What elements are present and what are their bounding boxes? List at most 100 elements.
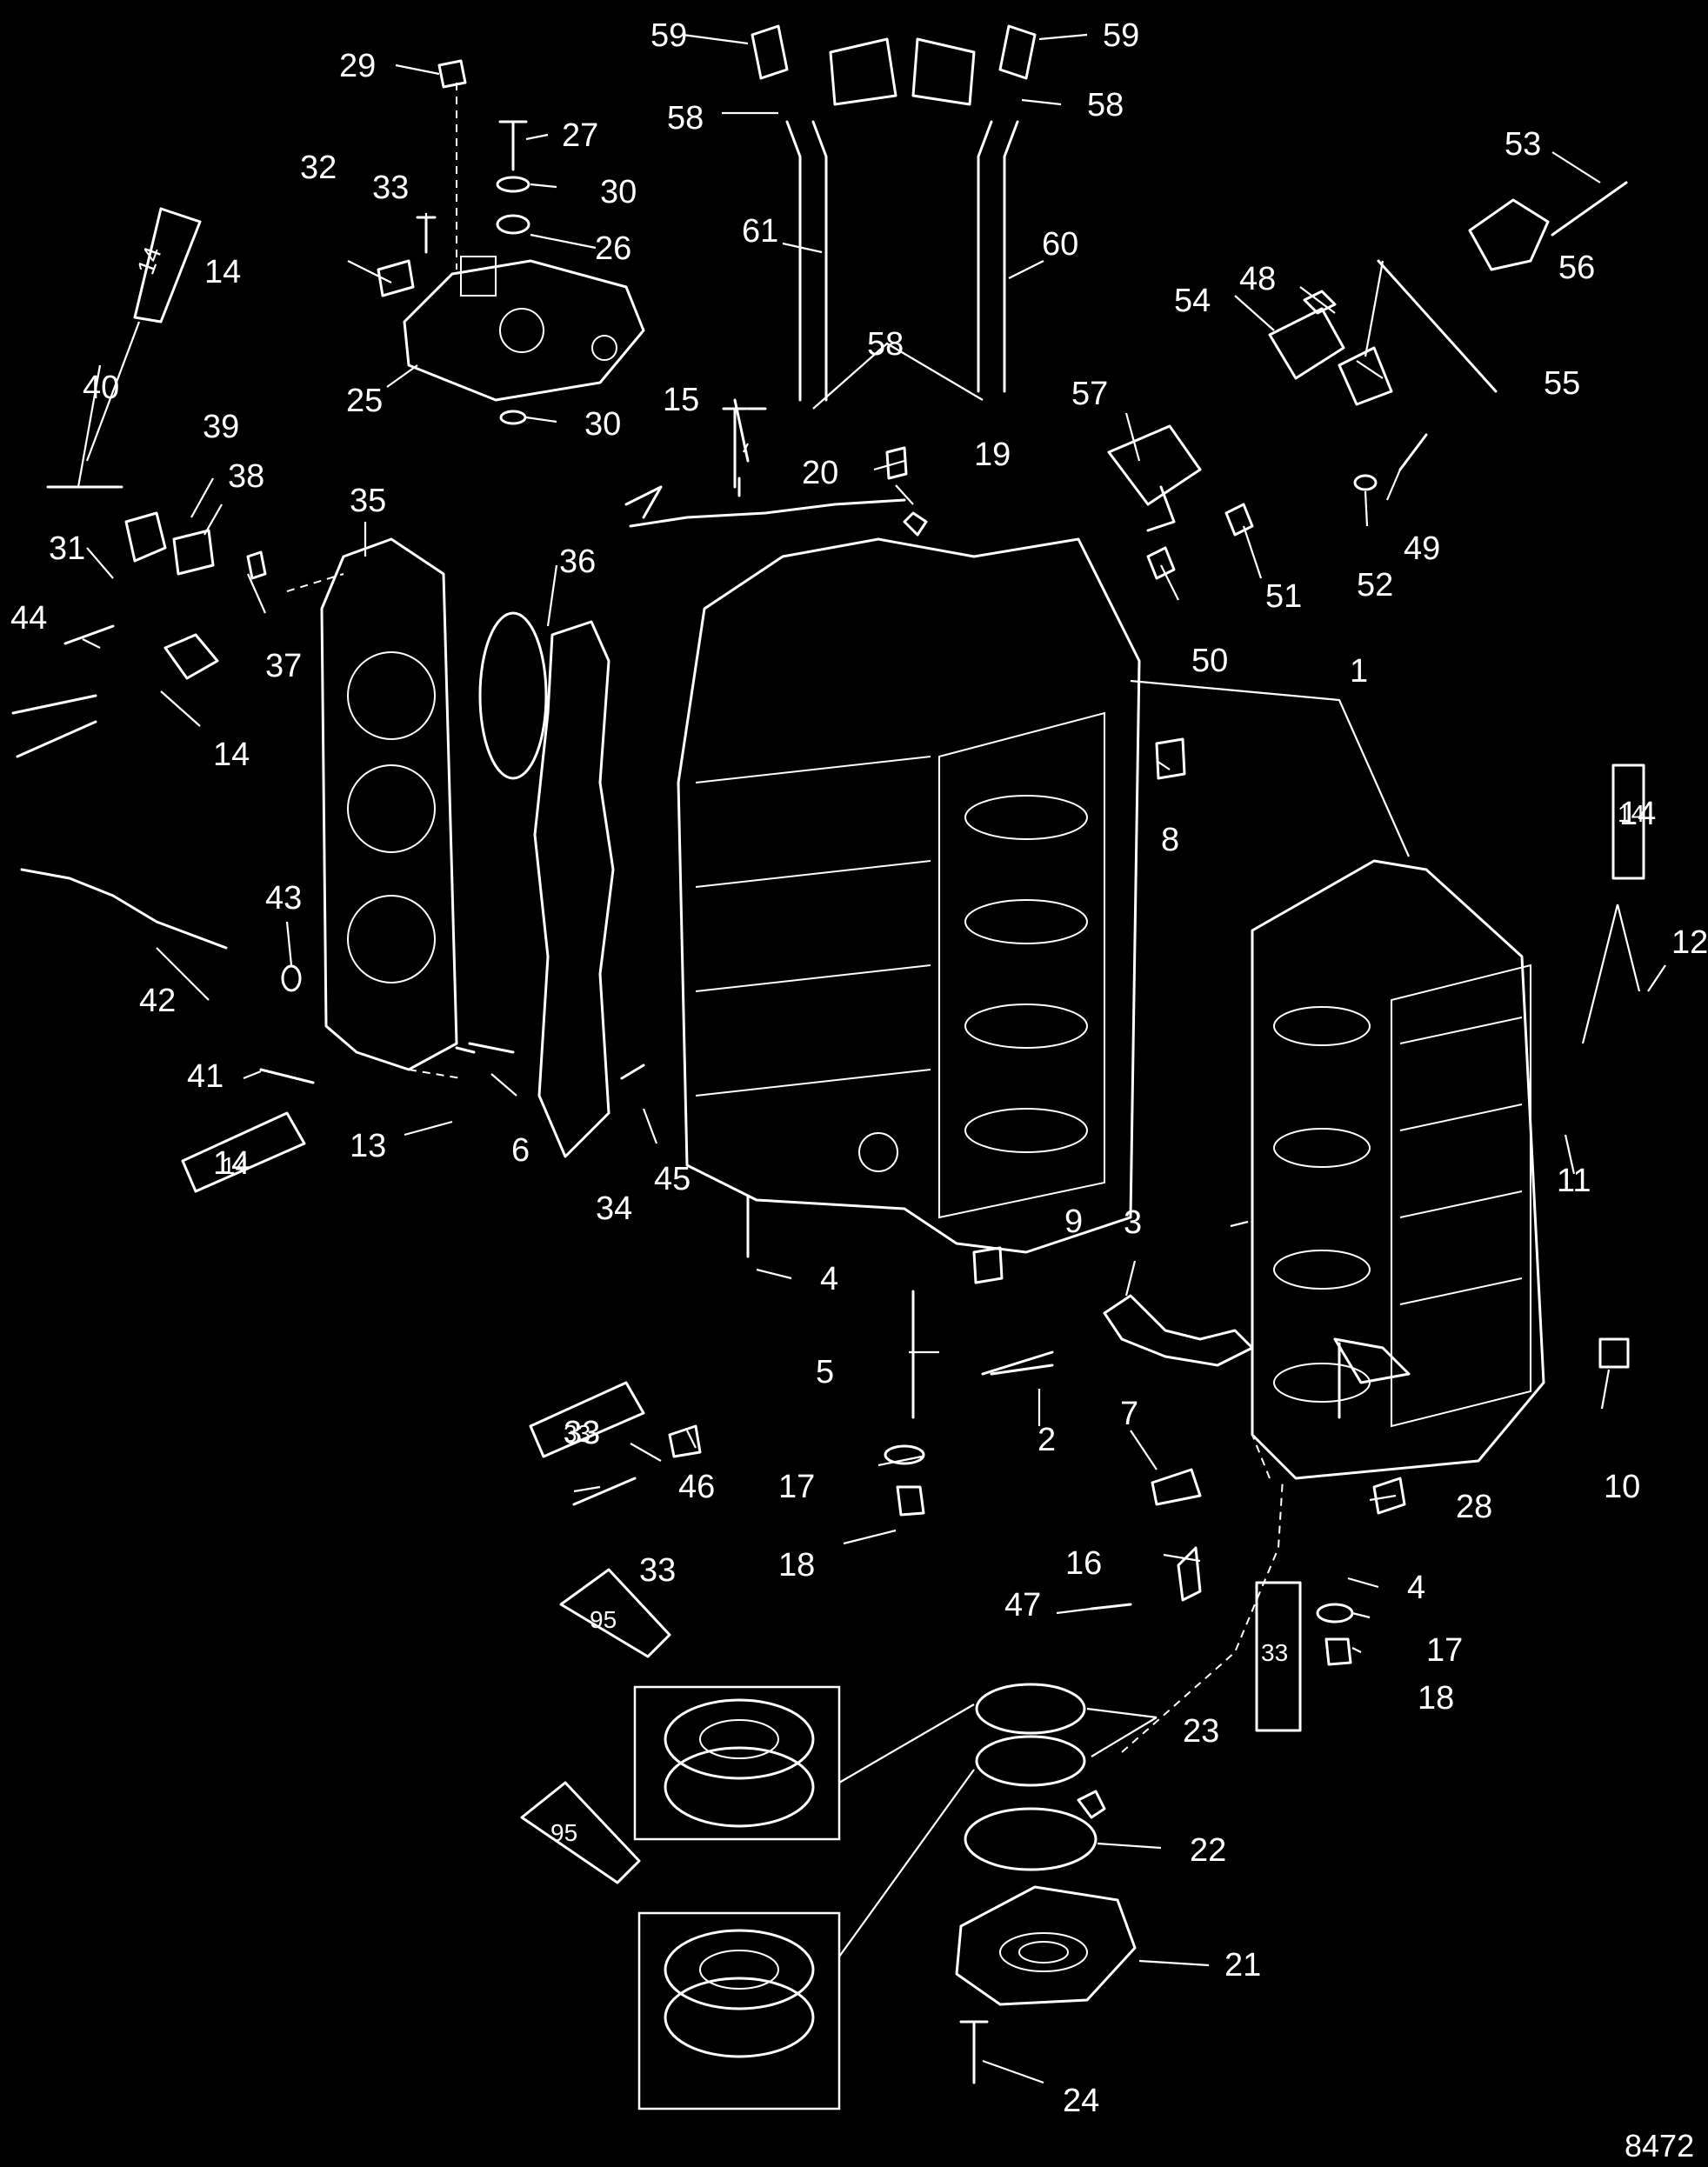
cylinder-block (677, 537, 1141, 1254)
hoses (751, 24, 1037, 402)
callout-26: 26 (595, 230, 631, 267)
callout-23: 23 (1183, 1713, 1219, 1750)
callout-2: 2 (1037, 1422, 1056, 1458)
sealant-tube: 33 (1255, 1581, 1302, 1732)
callout-18b: 18 (1418, 1680, 1454, 1717)
bottom-seal-assembly (955, 1683, 1137, 2084)
callout-54: 54 (1174, 283, 1211, 319)
main-bearing-cap (1103, 1294, 1254, 1367)
callout-59-right: 59 (1103, 17, 1139, 54)
callout-9: 9 (1064, 1204, 1083, 1240)
seal-box-upper (633, 1685, 841, 1841)
callout-60: 60 (1042, 226, 1078, 263)
callout-51: 51 (1265, 578, 1302, 615)
callout-58-clamps: 58 (867, 326, 904, 363)
callout-50: 50 (1191, 643, 1228, 679)
callout-55: 55 (1544, 365, 1580, 402)
callout-17: 17 (778, 1469, 815, 1505)
callout-37: 37 (265, 648, 302, 684)
alignment-lines (286, 83, 1284, 1753)
sealant-tube-label: 14 (222, 1152, 249, 1179)
callout-48: 48 (1239, 261, 1276, 297)
callout-1: 1 (1350, 653, 1368, 690)
callout-39: 39 (203, 409, 239, 445)
callout-21: 21 (1224, 1947, 1261, 1984)
callout-22: 22 (1190, 1832, 1226, 1869)
callout-15: 15 (663, 382, 699, 418)
callout-33: 33 (372, 170, 409, 206)
sealant-tube: 33 (529, 1381, 645, 1458)
callout-27: 27 (562, 117, 598, 154)
callout-13: 13 (350, 1128, 386, 1164)
callout-53: 53 (1505, 126, 1541, 163)
callout-11: 11 (1557, 1163, 1591, 1199)
callout-33b: 33 (639, 1552, 676, 1589)
sealant-tube: 14 (132, 207, 202, 323)
callout-24: 24 (1063, 2083, 1099, 2119)
callout-46: 46 (678, 1469, 715, 1505)
sealant-tube: 14 (181, 1111, 306, 1193)
callout-25: 25 (346, 383, 383, 419)
callout-14: 14 (213, 737, 250, 773)
callout-49: 49 (1404, 530, 1440, 567)
callout-8: 8 (1161, 822, 1179, 858)
callout-3: 3 (1124, 1204, 1142, 1241)
small-hardware (11, 59, 1630, 1819)
callout-38: 38 (228, 458, 264, 495)
head-gasket (533, 620, 615, 1158)
callout-14-tube-a: 14 (204, 254, 241, 290)
callout-19: 19 (974, 437, 1011, 473)
sealant-tube-group: 14 14 14 33 33 95 95 (132, 207, 1645, 1884)
callout-42: 42 (139, 983, 176, 1019)
bolt-2 (981, 1350, 1054, 1376)
o-ring (478, 611, 548, 780)
sealant-tube-label: 14 (1618, 800, 1645, 827)
sealant-tube-label: 95 (590, 1606, 617, 1633)
callout-36: 36 (559, 543, 596, 580)
callout-59-left: 59 (651, 17, 687, 54)
callout-29: 29 (339, 48, 376, 84)
sealant-tube: 95 (559, 1568, 671, 1658)
top-cover (403, 256, 645, 402)
leader-lines (77, 33, 1666, 2084)
seal-box-lower (637, 1911, 841, 2110)
callout-31: 31 (49, 530, 85, 567)
callout-41: 41 (187, 1058, 224, 1095)
callout-34: 34 (596, 1190, 632, 1227)
callout-43: 43 (265, 880, 302, 917)
callout-58-right: 58 (1087, 87, 1124, 123)
callout-56: 56 (1558, 250, 1595, 286)
sealant-tube-label: 95 (550, 1819, 577, 1846)
callout-57: 57 (1071, 376, 1108, 412)
callout-4b: 4 (1407, 1570, 1425, 1606)
callout-4: 4 (820, 1261, 838, 1297)
callout-10: 10 (1604, 1469, 1640, 1505)
callout-30: 30 (600, 174, 637, 210)
cylinder-head (320, 537, 458, 1071)
callout-32: 32 (300, 150, 337, 186)
crankcase-cover (1251, 859, 1545, 1480)
callout-47: 47 (1004, 1587, 1041, 1624)
callout-30b: 30 (584, 406, 621, 443)
sensor-harness (629, 398, 906, 528)
callout-6: 6 (511, 1132, 530, 1169)
callout-28: 28 (1456, 1489, 1492, 1525)
callout-58-left: 58 (667, 100, 704, 137)
callout-12: 12 (1671, 924, 1708, 961)
sealant-tube: 14 (1611, 763, 1645, 880)
callout-45: 45 (654, 1161, 691, 1197)
callout-18: 18 (778, 1547, 815, 1584)
callout-14-tube-c: 14 (213, 1145, 250, 1182)
callout-17b: 17 (1426, 1632, 1463, 1669)
sealant-tube-label: 33 (1261, 1639, 1288, 1666)
callout-7: 7 (1120, 1396, 1138, 1432)
figure-number: 8472 (1625, 2128, 1694, 2164)
callout-35: 35 (350, 483, 386, 519)
sealant-tube-label: 33 (564, 1420, 590, 1447)
callout-5: 5 (816, 1354, 834, 1390)
callout-33-tube-a: 33 (564, 1415, 600, 1451)
callout-44: 44 (10, 600, 47, 637)
callout-40: 40 (83, 370, 119, 406)
callout-52: 52 (1357, 567, 1393, 603)
